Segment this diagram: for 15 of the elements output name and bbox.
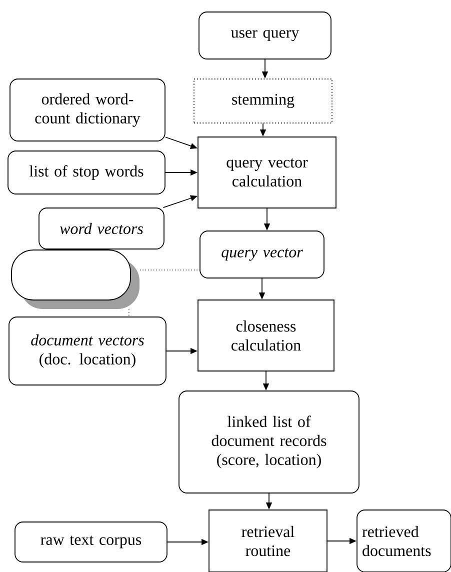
connector-line: [128, 309, 130, 317]
data-box: ordered word-count dictionary: [10, 78, 166, 142]
data-box: query vector: [200, 230, 324, 278]
process-box: closeness calculation: [198, 300, 334, 372]
data-box: list of stop words: [8, 150, 166, 194]
process-box: user query: [198, 12, 332, 60]
rounded-box: [11, 250, 140, 309]
process-box: stemming: [194, 78, 332, 124]
process-box: retrieval routine: [208, 510, 328, 572]
data-box: retrieved documents: [356, 510, 451, 572]
data-box: word vectors: [38, 208, 164, 250]
process-box: query vector calculation: [198, 136, 336, 208]
data-box: raw text corpus: [14, 522, 168, 562]
data-box: document vectors (doc. location): [8, 316, 166, 386]
data-box: linked list of document records (score, location): [178, 390, 360, 494]
